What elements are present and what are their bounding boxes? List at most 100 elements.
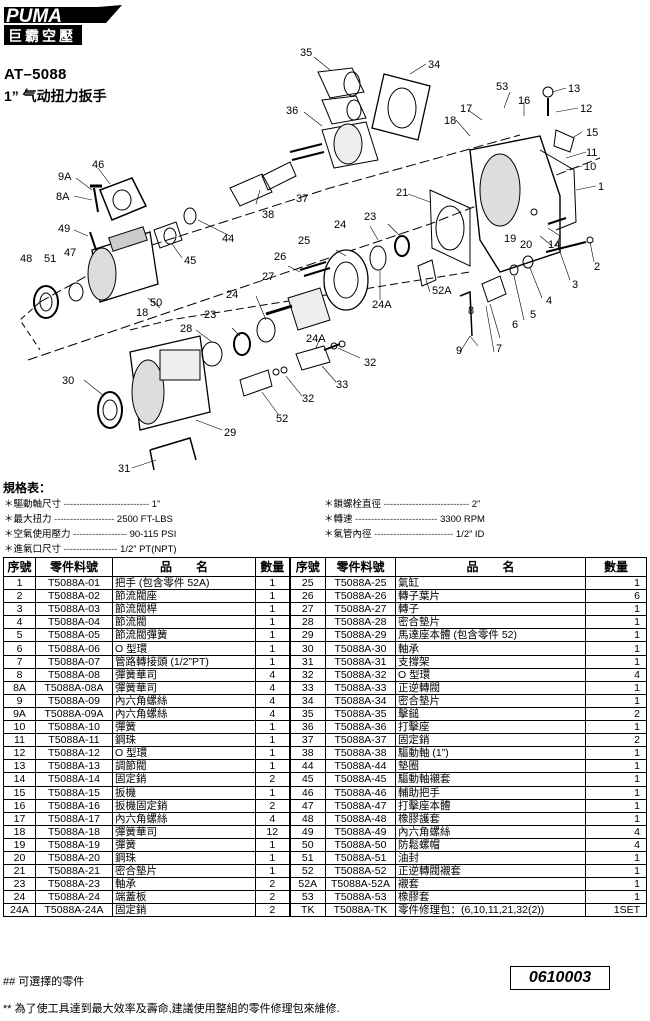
cell-no: 26 bbox=[288, 589, 326, 604]
cell-description: 鋼珠 bbox=[112, 733, 256, 748]
cell-description: 彈簧華司 bbox=[112, 824, 256, 839]
cell-part-number: T5088A-TK bbox=[325, 903, 396, 918]
cell-no: 27 bbox=[288, 602, 326, 617]
cell-part-number: T5088A-35 bbox=[325, 706, 396, 722]
cell-qty: 2 bbox=[255, 798, 290, 813]
cell-part-number: T5088A-07 bbox=[35, 654, 113, 669]
cell-part-number: T5088A-08A bbox=[35, 680, 113, 695]
cell-part-number: T5088A-19 bbox=[35, 837, 113, 852]
label-23: 23 bbox=[364, 211, 376, 223]
label-1: 1 bbox=[598, 181, 604, 193]
cell-description: 固定銷 bbox=[112, 772, 256, 787]
repair-kit-note: ** 為了使工具達到最大效率及壽命,建議使用整組的零件修理包來維修. bbox=[3, 1003, 340, 1015]
label-8: 8 bbox=[468, 305, 474, 317]
cell-description: 節流閥 bbox=[112, 615, 256, 630]
cell-qty: 1 bbox=[585, 877, 647, 892]
label-28: 28 bbox=[180, 323, 192, 335]
cell-part-number: T5088A-53 bbox=[325, 890, 396, 905]
label-10: 10 bbox=[584, 161, 596, 173]
cell-qty: 4 bbox=[585, 667, 647, 682]
cell-qty: 1SET bbox=[585, 903, 647, 918]
cell-part-number: T5088A-18 bbox=[35, 824, 113, 839]
cell-description: 馬達座本體 (包含零件 52) bbox=[395, 628, 586, 643]
header-part-number: 零件料號 bbox=[325, 557, 396, 577]
cell-qty: 2 bbox=[255, 772, 290, 787]
cell-no: 6 bbox=[3, 641, 36, 656]
cell-description: 打擊座 bbox=[395, 720, 586, 735]
cell-description: O 型環 bbox=[395, 667, 586, 682]
cell-description: 正逆轉閥襯套 bbox=[395, 864, 586, 879]
label-37: 37 bbox=[296, 193, 308, 205]
cell-part-number: T5088A-23 bbox=[35, 877, 113, 892]
header-no: 序號 bbox=[288, 557, 326, 577]
bracket-31 bbox=[149, 437, 197, 471]
cell-description: 彈簧 bbox=[112, 837, 256, 852]
cell-no: 21 bbox=[3, 864, 36, 879]
bearing-23 bbox=[233, 332, 251, 356]
drive-shaft-38 bbox=[229, 173, 273, 207]
upper-axis-line bbox=[39, 134, 521, 303]
label-7: 7 bbox=[496, 343, 502, 355]
header-qty: 數量 bbox=[255, 557, 290, 577]
cell-no: 5 bbox=[3, 628, 36, 643]
label-23-lower: 23 bbox=[204, 309, 216, 321]
cell-no: 34 bbox=[288, 693, 326, 708]
label-30: 30 bbox=[62, 375, 74, 387]
cell-part-number: T5088A-31 bbox=[325, 654, 396, 669]
label-24-lower: 24 bbox=[226, 289, 238, 301]
cell-description: 彈簧華司 bbox=[112, 680, 256, 695]
cell-no: 2 bbox=[3, 589, 36, 604]
label-38: 38 bbox=[262, 209, 274, 221]
label-8a: 8A bbox=[56, 191, 70, 203]
cell-description: 橡膠套 bbox=[395, 890, 586, 905]
cell-part-number: T5088A-09 bbox=[35, 693, 113, 708]
rubber-boot-48 bbox=[33, 285, 59, 319]
cell-part-number: T5088A-12 bbox=[35, 746, 113, 761]
document-code: 0610003 bbox=[510, 966, 610, 990]
cell-no: 11 bbox=[3, 733, 36, 748]
label-14: 14 bbox=[548, 239, 560, 251]
cell-description: O 型環 bbox=[112, 641, 256, 656]
cell-qty: 4 bbox=[255, 680, 290, 695]
trigger-15 bbox=[553, 129, 575, 153]
label-50: 50 bbox=[150, 297, 162, 309]
cell-part-number: T5088A-34 bbox=[325, 693, 396, 708]
cell-description: 固定銷 bbox=[112, 903, 256, 918]
cell-part-number: T5088A-33 bbox=[325, 680, 396, 695]
cell-description: O 型環 bbox=[112, 746, 256, 761]
bushing-52 bbox=[239, 369, 273, 397]
label-24a-lower: 24A bbox=[306, 333, 326, 345]
cell-no: 49 bbox=[288, 824, 326, 839]
product-title: 1” 气动扭力扳手 bbox=[4, 88, 107, 104]
cell-description: 油封 bbox=[395, 850, 586, 866]
cell-part-number: T5088A-38 bbox=[325, 746, 396, 761]
cell-no: 31 bbox=[288, 654, 326, 669]
cell-qty: 1 bbox=[255, 785, 290, 800]
cell-part-number: T5088A-15 bbox=[35, 785, 113, 800]
cell-description: 轉子 bbox=[395, 602, 586, 617]
cell-no: 24 bbox=[3, 890, 36, 905]
header-description: 品 名 bbox=[395, 557, 586, 577]
model-number: AT–5088 bbox=[4, 66, 67, 83]
cell-no: 17 bbox=[3, 811, 36, 826]
header-qty: 數量 bbox=[585, 557, 647, 577]
cell-qty: 1 bbox=[585, 693, 647, 708]
cell-qty: 1 bbox=[585, 575, 647, 591]
cell-part-number: T5088A-06 bbox=[35, 641, 113, 656]
cell-description: 轉子葉片 bbox=[395, 589, 586, 604]
cell-description: 軸承 bbox=[395, 641, 586, 656]
cell-part-number: T5088A-21 bbox=[35, 864, 113, 879]
cell-description: 擊鎚 bbox=[395, 706, 586, 722]
brand-chinese: 巨霸空壓 bbox=[8, 28, 76, 45]
cell-description: 防鬆螺帽 bbox=[395, 837, 586, 852]
cell-no: 30 bbox=[288, 641, 326, 656]
